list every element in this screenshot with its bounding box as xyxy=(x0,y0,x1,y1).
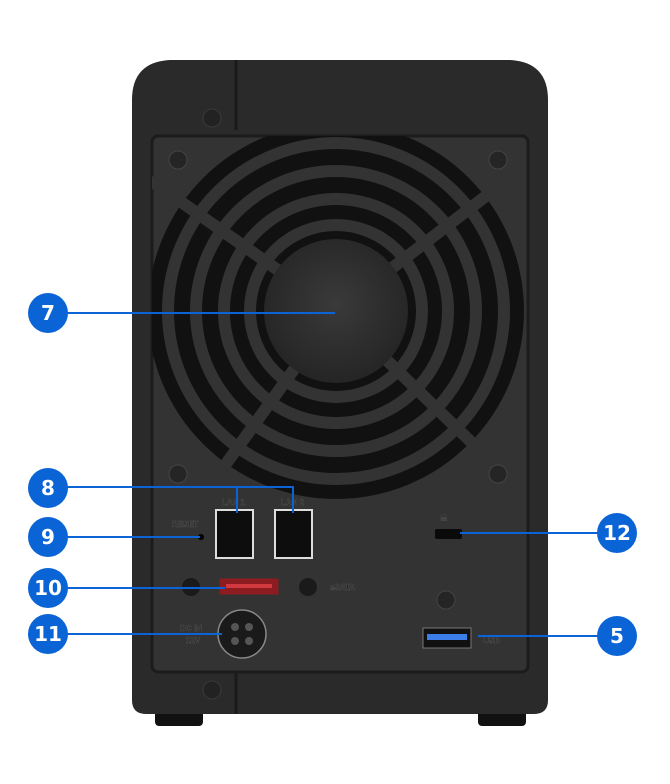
callout-usb: 5 xyxy=(597,616,637,656)
dc-voltage-label: 12V xyxy=(186,636,201,645)
screw-bottom xyxy=(202,680,222,700)
callout-esata: 10 xyxy=(28,568,68,608)
callout-power: 11 xyxy=(28,614,68,654)
callout-lines xyxy=(48,312,617,637)
kensington-lock-icon: 🔒︎ xyxy=(440,509,447,525)
usb-label: USB xyxy=(483,636,500,645)
esata-label: eSATA xyxy=(330,583,355,592)
screw xyxy=(436,590,456,610)
lan1-port xyxy=(215,509,254,559)
lan2-port xyxy=(274,509,313,559)
screw xyxy=(168,464,188,484)
fan-hub xyxy=(264,239,408,383)
lan1-label: LAN 1 xyxy=(222,498,246,507)
svg-text:9: 9 xyxy=(41,525,55,549)
callout-fan: 7 xyxy=(28,293,68,333)
dc-in-label: DC IN xyxy=(180,624,202,633)
svg-text:12: 12 xyxy=(603,521,631,545)
svg-text:7: 7 xyxy=(41,301,55,325)
dc-power-port xyxy=(217,609,267,659)
callout-reset: 9 xyxy=(28,517,68,557)
kensington-slot xyxy=(435,529,462,539)
svg-text:10: 10 xyxy=(34,576,62,600)
svg-text:8: 8 xyxy=(41,476,55,500)
screw xyxy=(168,150,188,170)
reset-label: RESET xyxy=(172,520,199,529)
callout-kensington: 12 xyxy=(597,513,637,553)
fan-grille xyxy=(152,136,524,504)
callout-lan: 8 xyxy=(28,468,68,508)
svg-text:5: 5 xyxy=(610,624,624,648)
screw xyxy=(488,150,508,170)
screw xyxy=(488,464,508,484)
reset-button xyxy=(198,534,204,540)
screw-top xyxy=(202,108,222,128)
svg-text:11: 11 xyxy=(34,622,62,646)
